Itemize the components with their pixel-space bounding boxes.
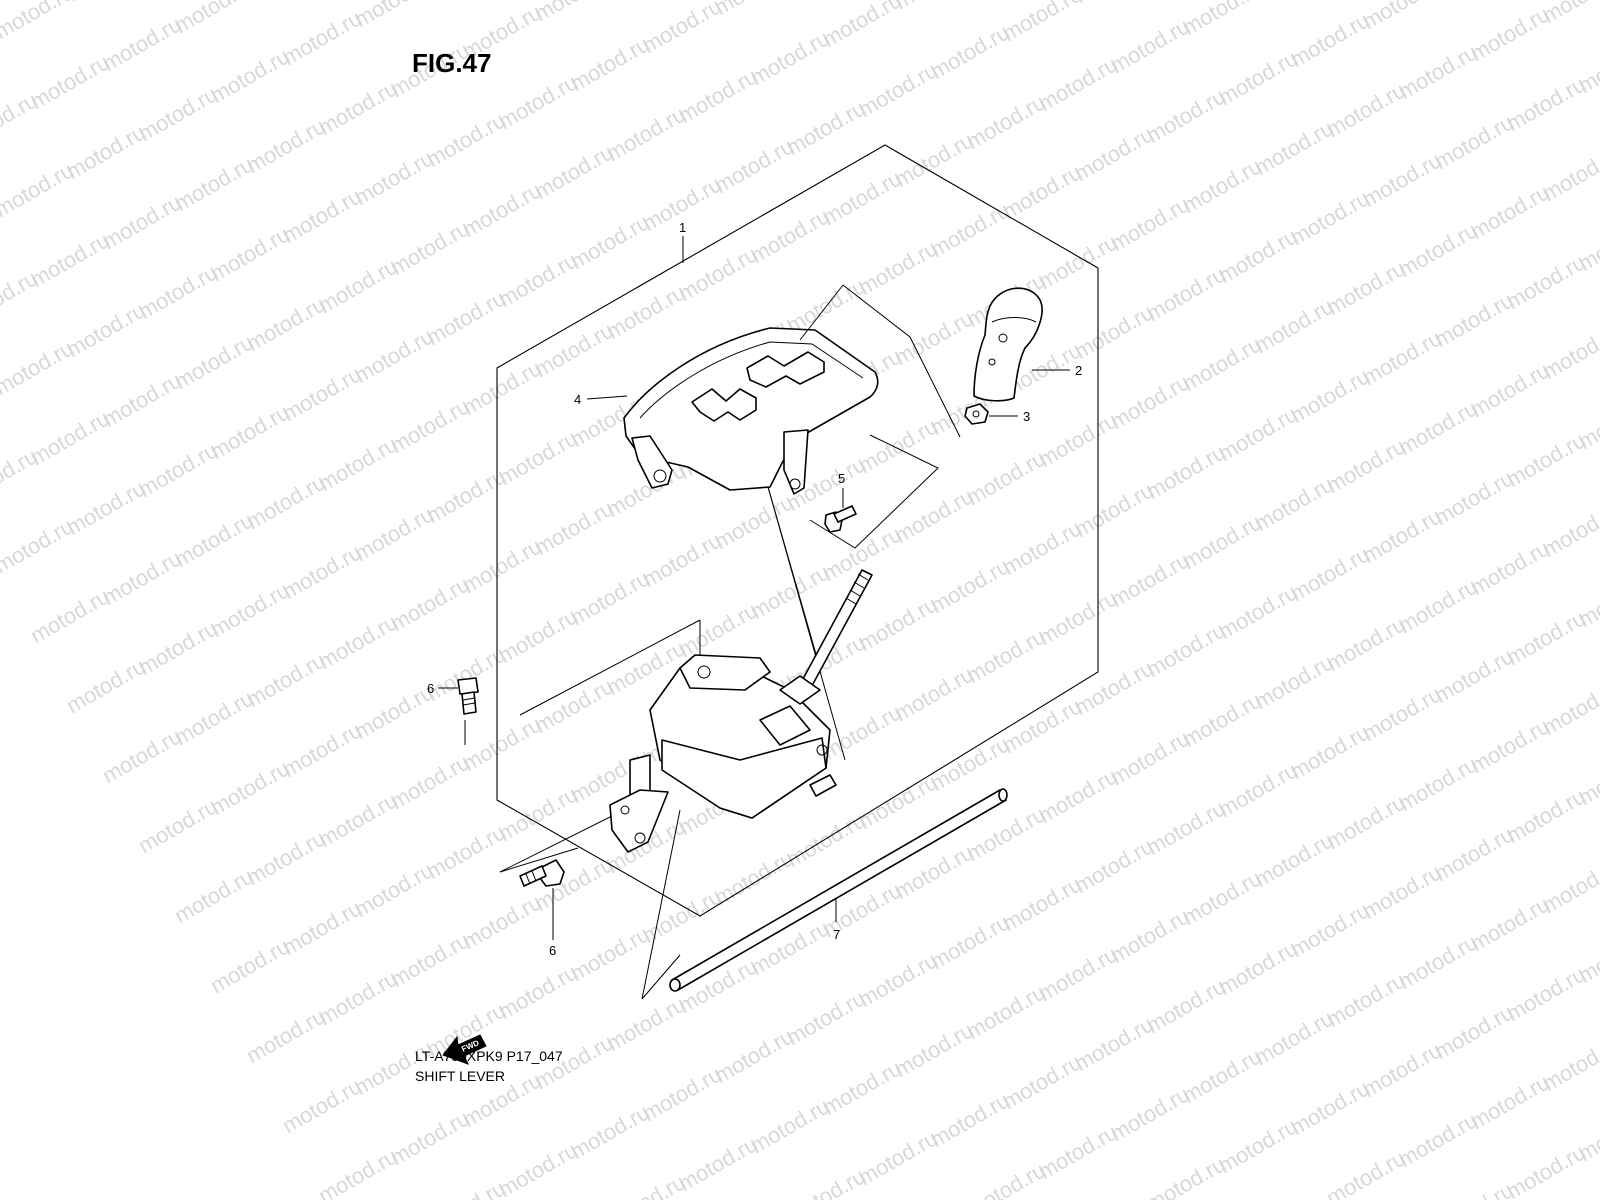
figure-title: FIG.47: [412, 48, 492, 78]
callout-7: 7: [833, 927, 840, 942]
bracket-bolt-upper-part[interactable]: [457, 677, 479, 715]
fwd-arrow-icon: FWD: [442, 1034, 487, 1065]
callout-3: 3: [1023, 409, 1030, 424]
callout-2: 2: [1075, 363, 1082, 378]
callout-1: 1: [679, 220, 686, 235]
knob-nut-part[interactable]: [964, 403, 989, 425]
long-rod-part[interactable]: [669, 788, 1008, 992]
assembly-boundary: [496, 144, 1099, 917]
callout-4: 4: [574, 392, 581, 407]
callout-5: 5: [838, 471, 845, 486]
cover-bolt-part[interactable]: [824, 505, 857, 533]
shift-cover-part[interactable]: [623, 327, 879, 495]
footer-model-code: LT-A750XPK9 P17_047: [415, 1048, 563, 1064]
footer-section-name: SHIFT LEVER: [415, 1068, 505, 1084]
callout-6-lower: 6: [549, 943, 556, 958]
callout-6-upper: 6: [427, 681, 434, 696]
bracket-bolt-lower-part[interactable]: [519, 859, 565, 887]
shift-mechanism-bracket[interactable]: [609, 654, 837, 853]
shift-knob-part[interactable]: [973, 287, 1043, 402]
